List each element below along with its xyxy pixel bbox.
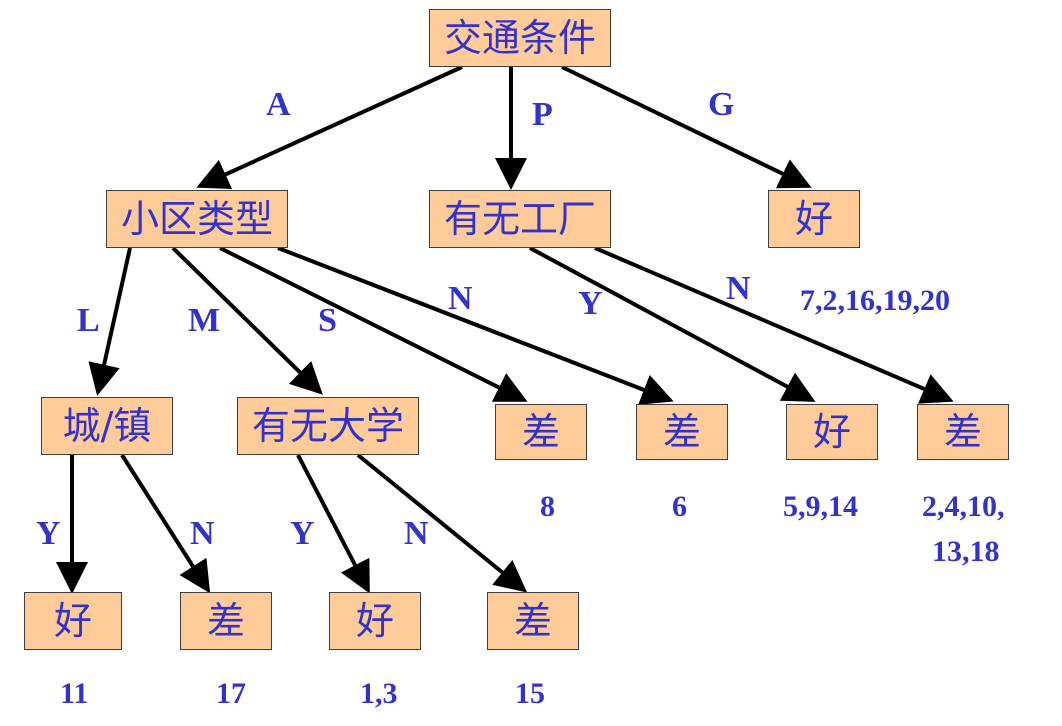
- node-community-type: 小区类型: [106, 190, 288, 248]
- node-good-uni-y: 好: [329, 592, 421, 650]
- node-good-factory-y: 好: [786, 404, 878, 460]
- samples-poor-uni-n: 15: [515, 677, 545, 710]
- edge-community-poor-n: [277, 246, 674, 405]
- node-poor-n: 差: [636, 404, 728, 460]
- edge-label-l: L: [77, 302, 100, 339]
- samples-good-town-y: 11: [60, 677, 89, 710]
- edge-label-n-town: N: [190, 515, 215, 552]
- samples-poor-town-n: 17: [216, 677, 246, 710]
- edge-community-town: [88, 247, 132, 396]
- edge-label-m: M: [188, 302, 221, 339]
- samples-poor-factory-n-line1: 2,4,10,: [922, 490, 1005, 523]
- node-poor-factory-n: 差: [917, 404, 1009, 460]
- edge-label-n-community: N: [448, 280, 473, 317]
- samples-poor-factory-n-line2: 13,18: [932, 535, 1000, 568]
- edge-label-y-factory: Y: [578, 285, 603, 322]
- node-good-g: 好: [768, 190, 860, 248]
- node-root-traffic: 交通条件: [429, 9, 611, 67]
- node-poor-s: 差: [495, 404, 587, 460]
- edge-label-y-uni: Y: [290, 515, 315, 552]
- edge-community-poor-s: [219, 246, 528, 402]
- edge-label-y-town: Y: [36, 515, 61, 552]
- edge-community-university: [171, 246, 323, 395]
- edge-label-p: P: [532, 96, 553, 133]
- edge-label-s: S: [318, 302, 337, 339]
- edge-label-g: G: [708, 86, 735, 123]
- node-good-town-y: 好: [24, 592, 122, 650]
- node-town: 城/镇: [41, 397, 173, 455]
- edge-university-good: [296, 454, 370, 594]
- edge-root-good: [561, 65, 812, 189]
- edge-label-n-factory: N: [726, 270, 751, 307]
- edge-factory-poor: [594, 246, 954, 404]
- node-has-factory: 有无工厂: [429, 190, 611, 248]
- samples-poor-s: 8: [540, 490, 555, 523]
- samples-poor-n: 6: [672, 490, 687, 523]
- edge-label-n-uni: N: [404, 515, 429, 552]
- samples-good-factory-y: 5,9,14: [783, 490, 858, 523]
- edge-root-community: [196, 65, 463, 189]
- edge-label-a: A: [266, 86, 291, 123]
- samples-good-uni-y: 1,3: [360, 677, 398, 710]
- edge-town-poor: [120, 453, 211, 594]
- node-poor-uni-n: 差: [487, 592, 579, 650]
- edge-factory-good: [529, 246, 816, 402]
- edge-university-poor: [356, 453, 528, 593]
- node-poor-town-n: 差: [180, 592, 272, 650]
- node-has-university: 有无大学: [237, 397, 419, 455]
- samples-good-g: 7,2,16,19,20: [800, 284, 950, 317]
